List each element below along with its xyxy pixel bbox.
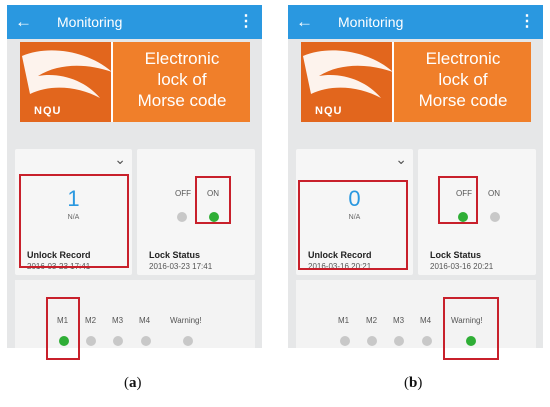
unlock-count: 1 <box>67 186 80 211</box>
module-label-m1: M1 <box>338 316 350 325</box>
module-dot-m1 <box>340 336 350 346</box>
caption-letter: a <box>129 375 137 391</box>
overflow-menu-icon[interactable]: ⋮ <box>519 13 535 30</box>
lock-status-label: Lock Status <box>430 250 482 260</box>
logo-brand-text: NQU <box>34 105 62 117</box>
app-bar: ← Monitoring ⋮ <box>288 5 543 39</box>
module-label-m1: M1 <box>57 316 69 325</box>
on-indicator-dot <box>209 212 219 222</box>
caption-a: (a) <box>124 375 142 392</box>
app-title: Monitoring <box>338 14 404 30</box>
lock-status-label: Lock Status <box>149 250 201 260</box>
caption-letter: b <box>409 375 418 391</box>
logo-brand-text: NQU <box>315 105 343 117</box>
lock-status-date: 2016-03-16 20:21 <box>430 262 494 271</box>
off-indicator-dot <box>177 212 187 222</box>
module-dot-m1 <box>59 336 69 346</box>
module-dot-m2 <box>86 336 96 346</box>
module-label-m4: M4 <box>420 316 432 325</box>
highlight-box-lock-on <box>195 176 231 224</box>
logo-title: Electronic lock of Morse code <box>117 48 247 111</box>
module-label-m3: M3 <box>393 316 405 325</box>
on-indicator-dot <box>490 212 500 222</box>
phone-screen-a: ← Monitoring ⋮ NQU Electronic lock of Mo… <box>7 5 262 348</box>
logo-title-line: lock of <box>157 70 207 89</box>
chevron-down-icon[interactable]: ⌄ <box>395 151 407 167</box>
caption-b: (b) <box>404 375 422 392</box>
module-panel: M1 M2 M3 M4 Warning! <box>296 280 536 348</box>
highlight-box-module-warning <box>443 297 499 360</box>
module-dot-warning <box>466 336 476 346</box>
logo-title-line: lock of <box>438 70 488 89</box>
unlock-record-date: 2016-03-16 20:21 <box>308 262 372 271</box>
phone-screen-b: ← Monitoring ⋮ NQU Electronic lock of Mo… <box>288 5 543 348</box>
app-title: Monitoring <box>57 14 123 30</box>
highlight-box-unlock-record <box>298 180 408 270</box>
logo-banner: NQU Electronic lock of Morse code <box>301 42 531 122</box>
lock-status-date: 2016-03-23 17:41 <box>149 262 213 271</box>
module-label-m2: M2 <box>366 316 378 325</box>
module-label-warning: Warning! <box>451 316 483 325</box>
module-panel: M1 M2 M3 M4 Warning! <box>15 280 255 348</box>
caption-close-paren: ) <box>417 375 423 391</box>
unlock-record-label: Unlock Record <box>27 250 91 260</box>
module-label-m4: M4 <box>139 316 151 325</box>
unlock-subtext: N/A <box>348 214 361 221</box>
module-label-m3: M3 <box>112 316 124 325</box>
module-dot-m2 <box>367 336 377 346</box>
highlight-box-module-m1 <box>46 297 80 360</box>
logo-title: Electronic lock of Morse code <box>398 48 528 111</box>
on-label: ON <box>207 189 219 198</box>
module-dot-m3 <box>113 336 123 346</box>
module-dot-warning <box>183 336 193 346</box>
caption-open-paren: ( <box>124 375 129 391</box>
highlight-box-unlock-record <box>19 174 129 268</box>
unlock-record-card[interactable]: ⌄ 1 N/A Unlock Record 2016-03-23 17:41 <box>15 149 132 275</box>
module-dot-m4 <box>141 336 151 346</box>
module-label-m2: M2 <box>85 316 97 325</box>
unlock-record-label: Unlock Record <box>308 250 372 260</box>
unlock-count: 0 <box>348 186 361 211</box>
back-arrow-icon[interactable]: ← <box>15 12 32 31</box>
chevron-down-icon[interactable]: ⌄ <box>114 151 126 167</box>
caption-open-paren: ( <box>404 375 409 391</box>
logo-banner: NQU Electronic lock of Morse code <box>20 42 250 122</box>
status-panel: ⌄ 0 N/A Unlock Record 2016-03-16 20:21 O… <box>296 149 536 275</box>
overflow-menu-icon[interactable]: ⋮ <box>238 13 254 30</box>
module-dot-m4 <box>422 336 432 346</box>
caption-close-paren: ) <box>136 375 142 391</box>
logo-title-line: Electronic <box>144 49 220 68</box>
nqu-logo-mark: NQU <box>301 42 394 122</box>
off-indicator-dot <box>458 212 468 222</box>
app-bar: ← Monitoring ⋮ <box>7 5 262 39</box>
highlight-box-lock-off <box>438 176 478 224</box>
unlock-record-card[interactable]: ⌄ 0 N/A Unlock Record 2016-03-16 20:21 <box>296 149 413 275</box>
module-dot-m3 <box>394 336 404 346</box>
logo-title-line: Morse code <box>137 91 227 110</box>
logo-title-line: Electronic <box>425 49 501 68</box>
on-label: ON <box>488 189 500 198</box>
unlock-subtext: N/A <box>67 214 80 221</box>
nqu-logo-mark: NQU <box>20 42 113 122</box>
off-label: OFF <box>456 189 472 198</box>
logo-title-line: Morse code <box>418 91 508 110</box>
module-label-warning: Warning! <box>170 316 202 325</box>
off-label: OFF <box>175 189 191 198</box>
back-arrow-icon[interactable]: ← <box>296 12 313 31</box>
